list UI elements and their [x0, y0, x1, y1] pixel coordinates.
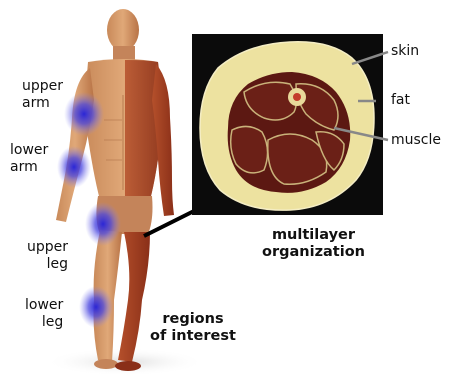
- cross-section-inset: [192, 34, 383, 215]
- region-marker-lower-leg: [79, 286, 113, 328]
- label-fat: fat: [391, 92, 410, 109]
- label-lower-leg: lowerleg: [25, 297, 63, 331]
- label-upper-arm: upperarm: [22, 78, 63, 112]
- region-marker-upper-leg: [85, 202, 121, 246]
- label-upper-leg: upperleg: [27, 239, 68, 273]
- caption-multilayer: multilayer organization: [262, 227, 365, 261]
- region-marker-lower-arm: [57, 146, 91, 188]
- caption-regions: regions of interest: [150, 311, 236, 345]
- label-lower-arm: lowerarm: [10, 142, 48, 176]
- label-skin: skin: [391, 43, 419, 60]
- region-marker-upper-arm: [64, 92, 104, 136]
- label-muscle: muscle: [391, 132, 441, 149]
